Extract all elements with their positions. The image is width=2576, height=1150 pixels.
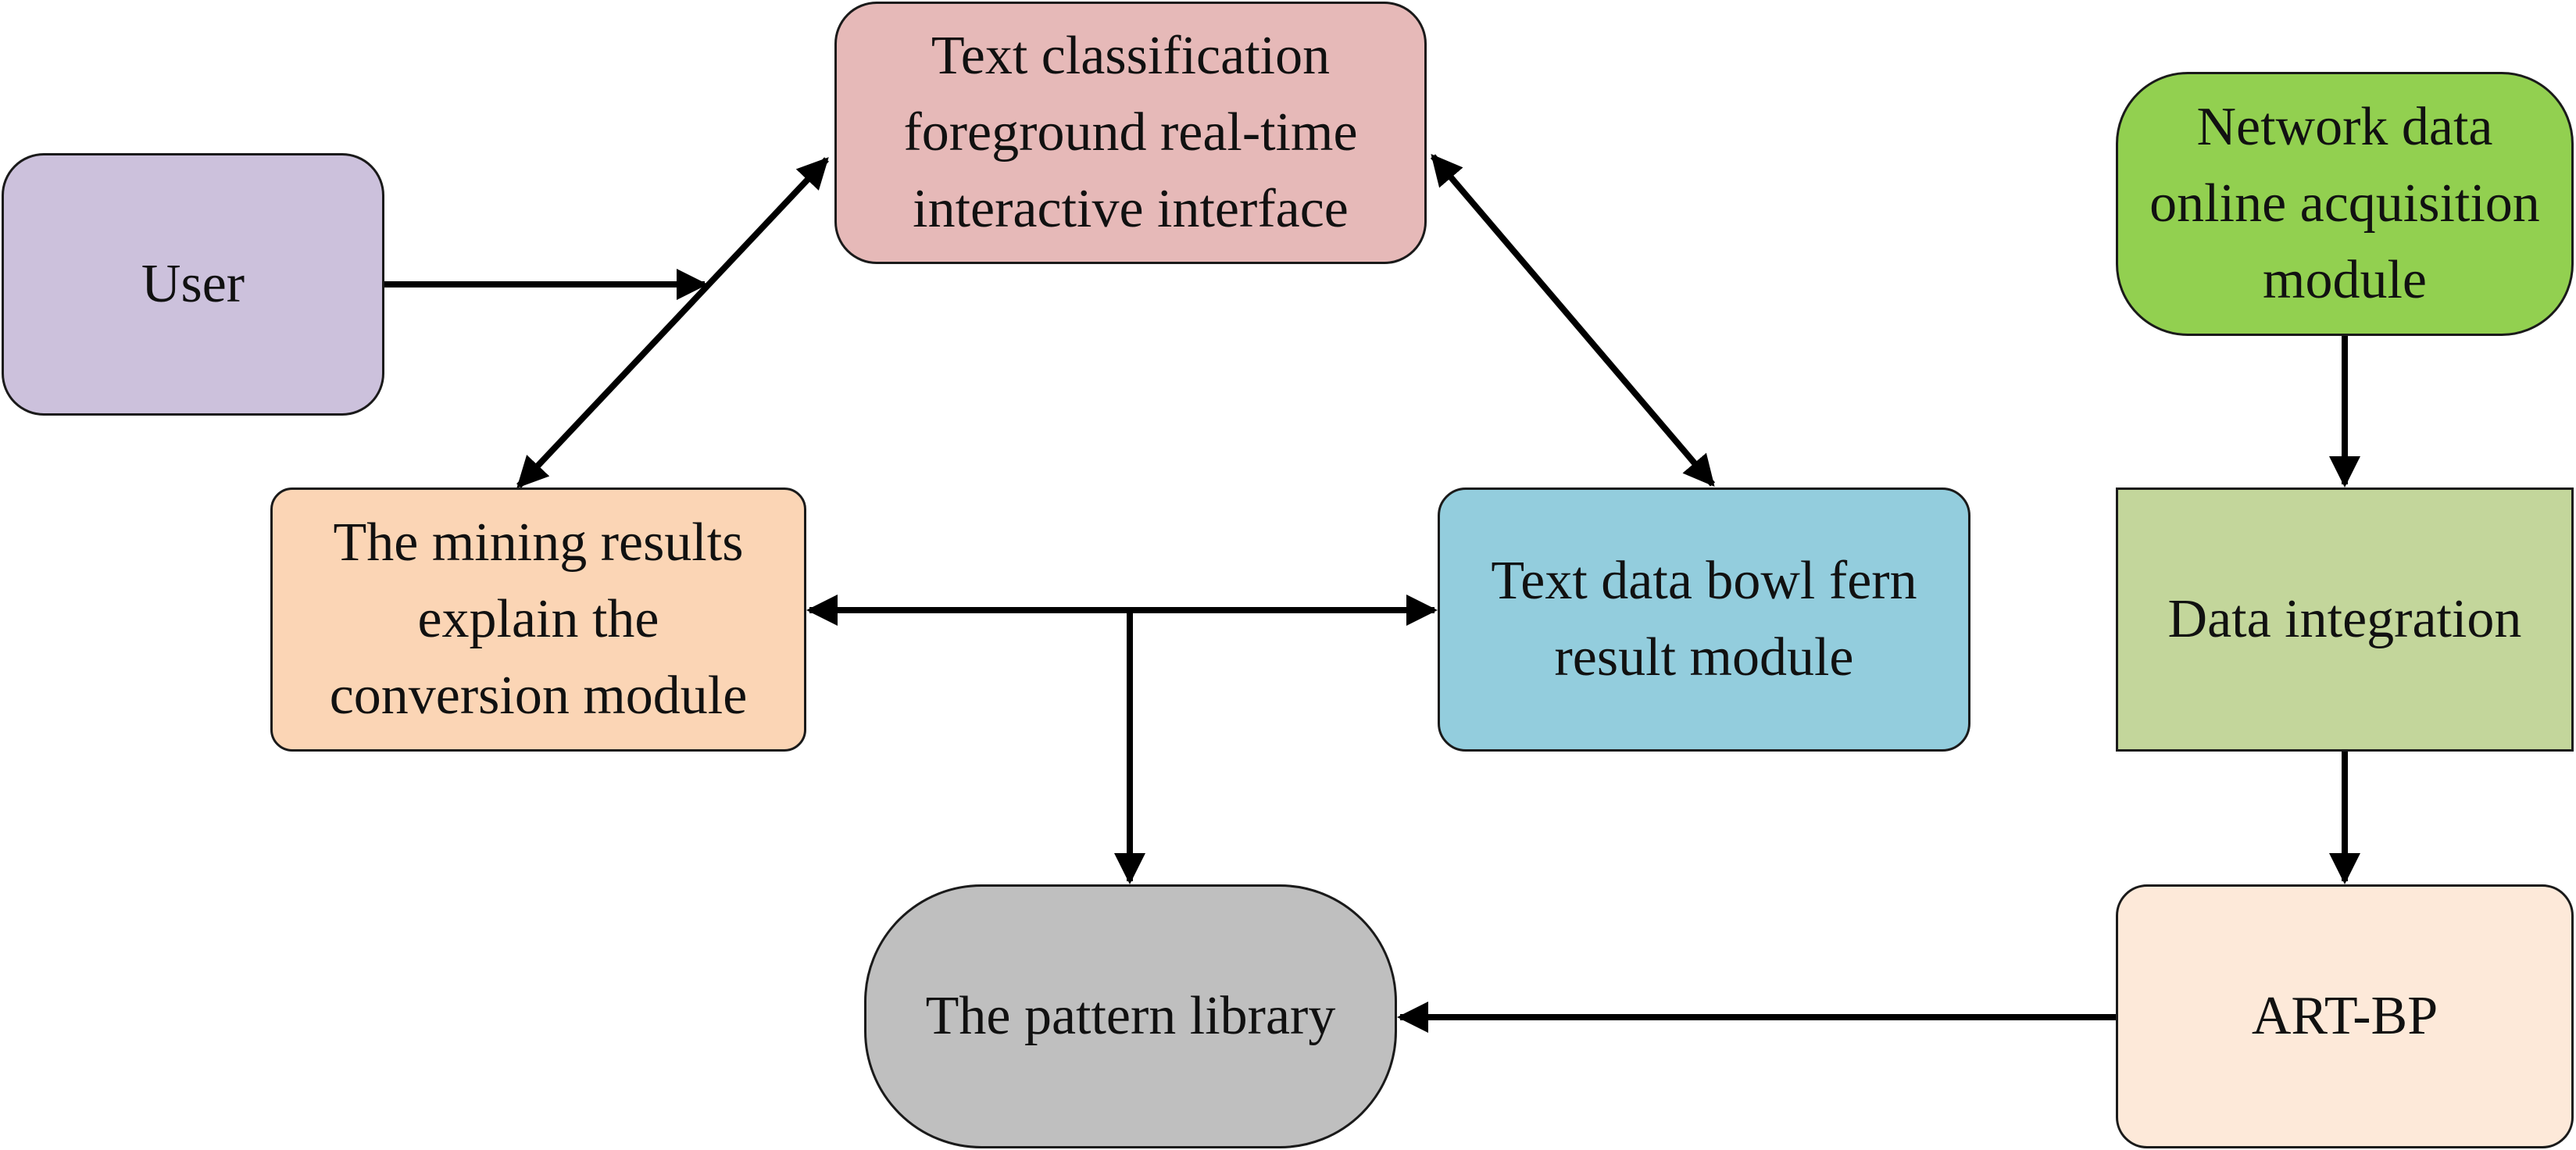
pattern-library-node: The pattern library: [864, 884, 1397, 1148]
integration-label-line: Data integration: [2167, 589, 2522, 649]
mining-label-line: explain the: [417, 589, 659, 649]
textdata-label-line: result module: [1554, 627, 1854, 688]
network-label-line: Network data: [2196, 97, 2493, 157]
mining-label: The mining results explain the conversion …: [330, 505, 748, 734]
user-label: User: [141, 246, 245, 323]
interface-label-line: interactive interface: [913, 179, 1349, 239]
mining-label-line: conversion module: [329, 666, 748, 726]
pattern-label-line: The pattern library: [925, 986, 1336, 1046]
interactive-interface-node: Text classification foreground real-time i…: [834, 2, 1427, 264]
interface-label: Text classification foreground real-time i…: [903, 18, 1357, 248]
text-data-result-node: Text data bowl fern result module: [1438, 488, 1970, 752]
mining-label-line: The mining results: [333, 512, 744, 573]
network-label-line: online acquisition: [2149, 173, 2540, 234]
user-label-line: User: [141, 254, 245, 314]
art-bp-node: ART-BP: [2116, 884, 2574, 1148]
network-label: Network data online acquisition module: [2149, 89, 2540, 319]
mining-results-node: The mining results explain the conversion …: [270, 488, 806, 752]
edge-interface-textdata: [1430, 153, 1716, 488]
artbp-label-line: ART-BP: [2251, 986, 2438, 1046]
network-acquisition-node: Network data online acquisition module: [2116, 72, 2574, 336]
data-integration-node: Data integration: [2116, 488, 2574, 752]
network-label-line: module: [2263, 250, 2427, 310]
edge-interface-mining: [516, 157, 829, 488]
pattern-label: The pattern library: [926, 978, 1336, 1055]
interface-label-line: Text classification: [931, 26, 1331, 86]
textdata-label: Text data bowl fern result module: [1491, 543, 1917, 696]
interface-label-line: foreground real-time: [903, 102, 1358, 162]
user-node: User: [2, 153, 384, 416]
textdata-label-line: Text data bowl fern: [1491, 551, 1917, 611]
artbp-label: ART-BP: [2252, 978, 2438, 1055]
integration-label: Data integration: [2168, 581, 2522, 658]
